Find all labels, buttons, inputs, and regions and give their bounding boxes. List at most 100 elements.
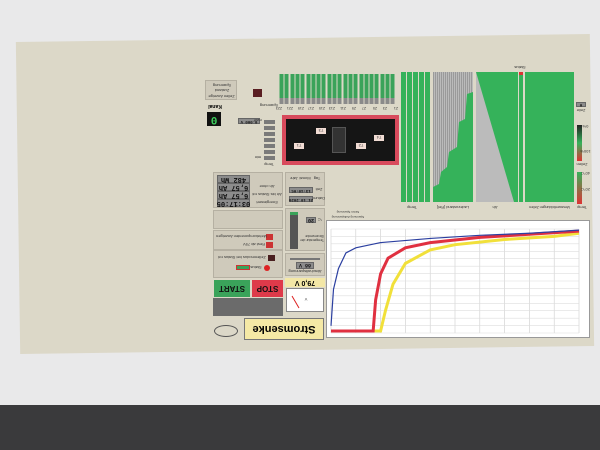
heatsink-temp-value: 20 — [306, 217, 316, 223]
cutoff-panel: Abschaltspannung 88 V — [285, 253, 325, 276]
option-label-2: Mehrkomponenten Anzeigen — [216, 234, 267, 240]
status-indicator — [236, 265, 250, 270]
mode-option-state[interactable]: Zustand — [214, 88, 230, 93]
legend-gradient-temp — [577, 172, 582, 204]
date-label: Datum — [313, 196, 325, 202]
chart-legend-2: Strom Spannung — [336, 210, 360, 214]
cell-bar — [322, 74, 326, 104]
cell-bar — [306, 74, 310, 104]
cell-bar — [295, 74, 300, 104]
date-value: 21.10.2020 — [288, 196, 313, 202]
channel-label: Kanal — [208, 103, 222, 110]
cell-bar — [333, 74, 337, 104]
cell-bar — [317, 74, 321, 104]
cutoff-input[interactable]: 88 V — [296, 262, 314, 269]
camera-tag: T1 — [294, 143, 304, 149]
row-value: 0 — [576, 102, 586, 107]
status-panel: Status Zellenmodus bei Status rot — [213, 250, 283, 278]
temp-cell — [264, 156, 275, 160]
cell-bar — [380, 74, 385, 104]
gauge-unit: V — [304, 297, 308, 303]
status-checkbox[interactable] — [268, 255, 275, 261]
legend-gradient-cells — [577, 125, 582, 161]
ah-total-value: 6,57 Ah — [217, 183, 250, 191]
cell-bar — [327, 74, 332, 104]
cell-label: Z19 — [297, 106, 304, 111]
cell-bar — [311, 74, 316, 104]
soc-fill — [433, 92, 473, 202]
cell-label: Z23 — [276, 106, 283, 111]
cell-bar — [375, 74, 379, 104]
status-led-icon — [264, 265, 270, 271]
cell-bar — [370, 74, 374, 104]
start-button[interactable]: START — [214, 280, 250, 297]
temp-min-label: min — [254, 155, 262, 160]
legend-tick: 0% — [582, 124, 589, 130]
month-label: Monat — [299, 176, 311, 181]
cell-bar — [359, 74, 363, 104]
gauge-needle — [291, 295, 300, 309]
ah-to-red-label: Ah bis Status rot — [252, 192, 282, 198]
time-value: 13:10:05 — [289, 187, 313, 193]
camera-tag: T3 — [316, 128, 326, 134]
cell-bar — [338, 74, 342, 104]
cell-bar — [285, 74, 289, 104]
temp-cell — [264, 150, 275, 154]
elapsed-time: 03:17:05 — [216, 199, 251, 207]
option-label-1: Rest ab 79V — [242, 242, 265, 248]
series-red — [331, 229, 580, 333]
ah-to-red-value: 6,57 Ah — [217, 191, 250, 199]
temp-cell — [264, 132, 275, 136]
cell-bar — [354, 74, 358, 104]
camera-tag: T4 — [374, 135, 384, 141]
cell-bar — [343, 74, 348, 104]
status-stripe — [519, 72, 523, 202]
status-checkbox-label: Zellenmodus bei Status rot — [218, 255, 266, 261]
temp-cell — [264, 144, 275, 148]
empty-panel — [213, 210, 283, 229]
cell-label: Z3 — [383, 106, 388, 111]
cutoff-label: Abschaltspannung — [288, 269, 322, 274]
cell-label: Z13 — [329, 106, 336, 111]
energy-panel: 03:17:05 Energiewert 6,57 Ah Ah bis Stat… — [213, 172, 283, 208]
soc-bars-label: Ladezustand [Rel] — [436, 205, 470, 210]
day-label: Tag — [313, 176, 321, 181]
cell-bar — [301, 74, 305, 104]
temp-cell — [264, 138, 275, 142]
option-checkbox-1[interactable] — [266, 242, 273, 248]
legend-tick: 40°C — [581, 171, 590, 177]
temp-cell — [264, 126, 275, 130]
option-checkbox-2[interactable] — [266, 234, 273, 240]
cell-label: Z7 — [362, 106, 367, 111]
energy-wh-value: 482 Wh — [217, 175, 250, 183]
cell-label: Z11 — [340, 106, 346, 111]
legend-cells-label: Zellen — [576, 162, 588, 167]
ah-total-label: Ah ohne — [259, 184, 275, 190]
cell-bar — [386, 74, 390, 104]
ah-bars-label: Ah — [492, 205, 498, 210]
cutoff-slider[interactable] — [290, 258, 320, 260]
voltmeter-gauge: V — [286, 288, 324, 312]
channel-display: 0 — [207, 112, 221, 126]
cell-view-button[interactable] — [253, 89, 262, 97]
row-label: Zeile — [576, 108, 586, 113]
mode-panel: Zellen Anzeige Spannung Zustand — [205, 80, 237, 100]
temp-cell — [264, 120, 275, 124]
cell-label: Z9 — [351, 106, 356, 111]
voltage-readout: 79,0 V — [285, 278, 325, 287]
temp-bars — [401, 72, 431, 202]
cell-label: Z17 — [308, 106, 315, 111]
connector-icon — [332, 127, 346, 153]
temp-max-label: max — [254, 118, 262, 123]
stop-button[interactable]: STOP — [252, 280, 283, 297]
cell-bar — [348, 74, 353, 104]
series-yellow — [331, 231, 580, 333]
cell-bar — [364, 74, 369, 104]
chart-legend-1: Spannung Zellspannung — [331, 215, 365, 219]
cell-measure-label: Messwertbildungen Zellen — [529, 205, 570, 210]
cell-bar — [391, 74, 395, 104]
legend-tick: 20°C — [581, 187, 590, 193]
date-panel: 21.10.2020 Datum 13:10:05 Zeit Jahr Mona… — [285, 172, 325, 206]
legend-column: Zeile 0 0% 100% Zellen 40°C 20°C Temp — [575, 80, 591, 210]
